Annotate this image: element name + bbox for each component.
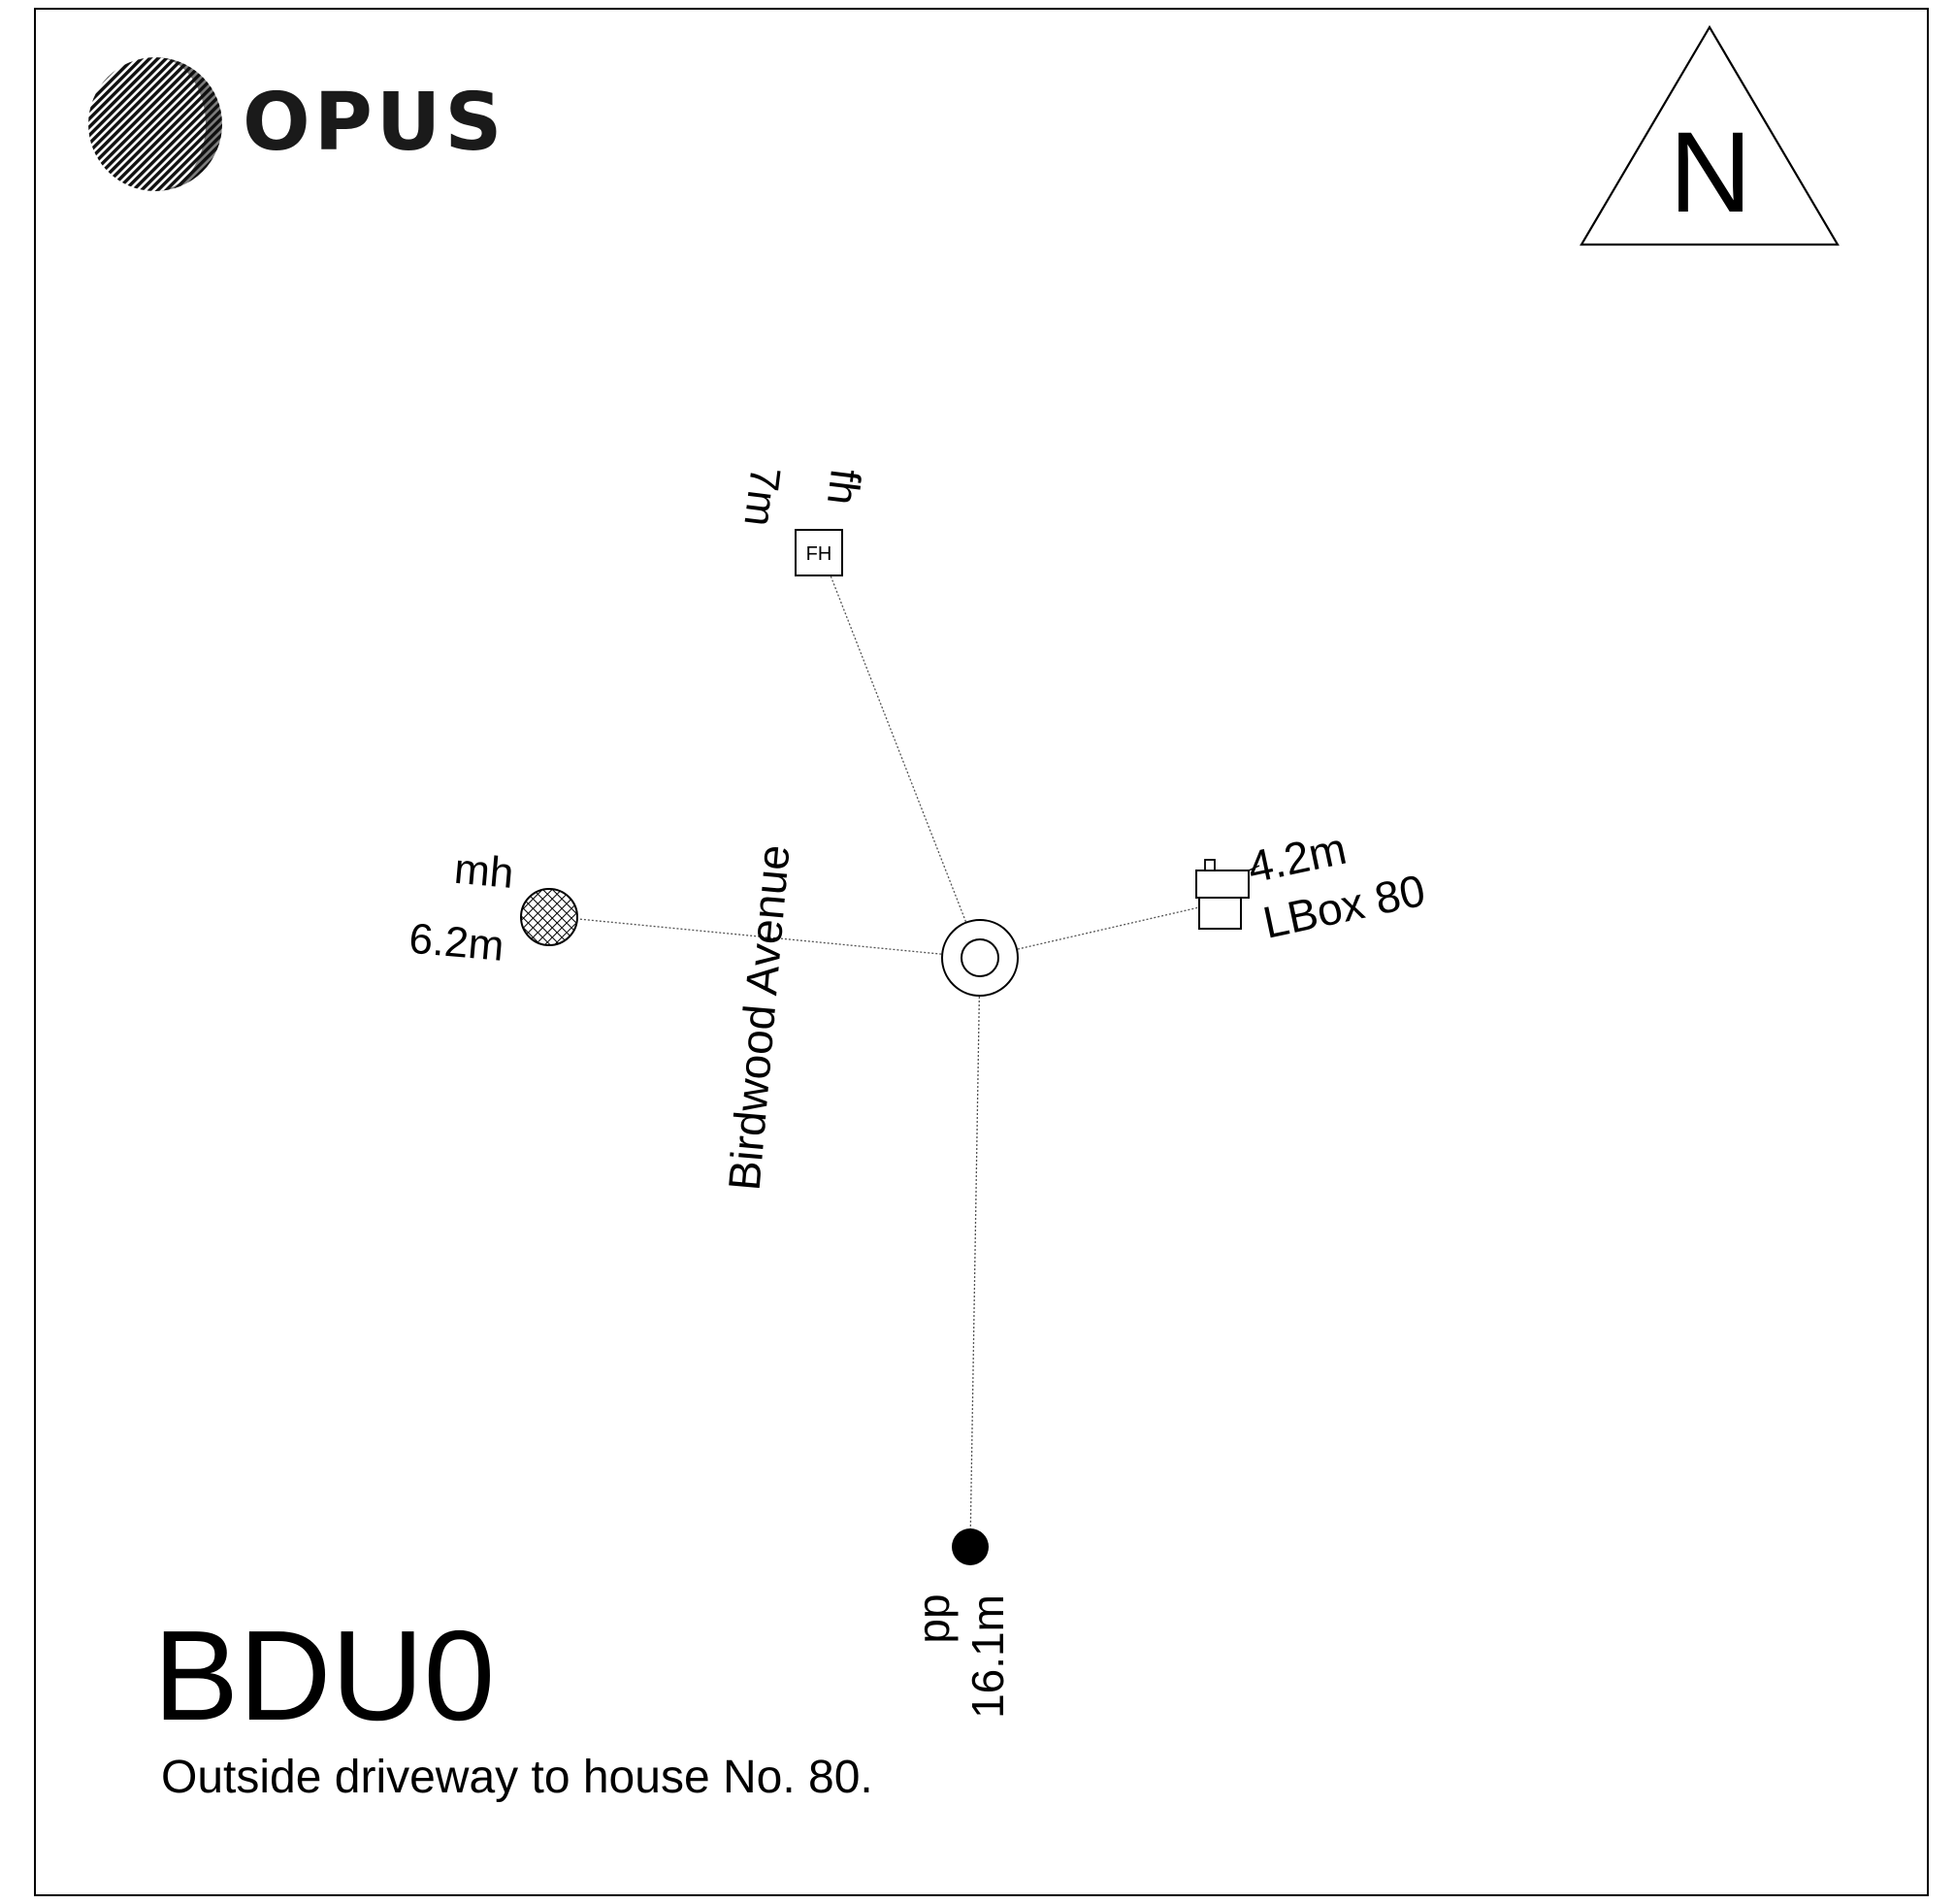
survey-mark-icon <box>941 919 1019 997</box>
manhole-code: mh <box>452 845 515 898</box>
fire-hydrant-code: fh <box>818 467 869 508</box>
mark-description: Outside driveway to house No. 80. <box>161 1752 873 1803</box>
north-label: N <box>1669 109 1751 237</box>
fire-hydrant-icon <box>795 529 843 576</box>
leader-lines <box>577 574 1200 1548</box>
power-pole-distance: 16.1m <box>962 1594 1013 1719</box>
fire-hydrant-symbol-text: FH <box>806 543 832 565</box>
north-arrow-icon <box>1580 24 1840 246</box>
power-pole-icon <box>952 1528 989 1565</box>
sheet-border <box>34 8 1929 1896</box>
mark-id: BDU0 <box>153 1604 495 1747</box>
opus-logo <box>88 57 222 191</box>
fire-hydrant-distance: 7m <box>734 464 789 529</box>
letterbox-icon <box>1195 859 1260 930</box>
manhole-icon <box>520 888 578 946</box>
manhole-distance: 6.2m <box>407 915 506 970</box>
street-name: Birdwood Avenue <box>719 842 799 1192</box>
power-pole-code: pp <box>908 1593 959 1643</box>
brand-name: OPUS <box>243 77 505 169</box>
